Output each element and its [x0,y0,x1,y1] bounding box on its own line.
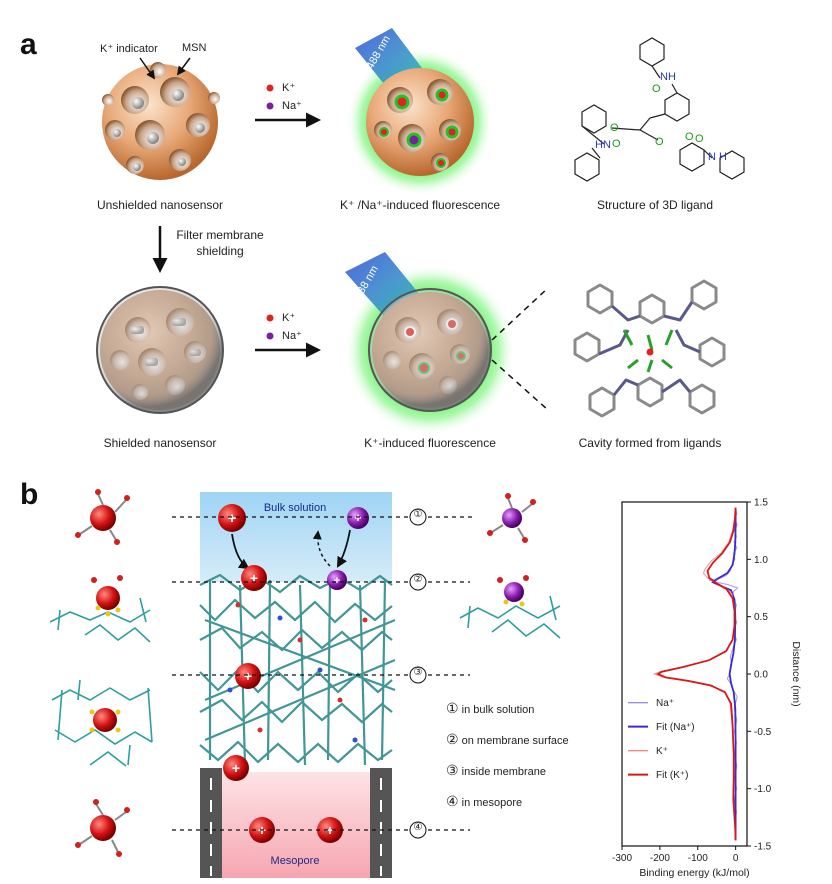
y-tick-label: 1.5 [754,498,768,509]
svg-text:O: O [655,136,664,148]
k-ion-hydrated-mesopore [75,799,130,857]
y-tick-label: -1.0 [754,784,772,795]
legend-label-2: K⁺ [656,746,668,757]
k-ion-exit: + [223,755,249,781]
x-tick-label: -100 [688,853,708,864]
marker-1: ① [413,509,423,520]
k-ion-membrane: + [235,663,261,689]
shielded-nanosensor-sphere [96,286,224,414]
series-line-2 [652,507,737,841]
y-tick-label: -1.5 [754,842,772,853]
arrow1-ion-na: Na⁺ [282,100,302,112]
x-axis-label: Binding energy (kJ/mol) [639,867,749,879]
svg-text:+: + [232,760,240,776]
state-legend-item: ① in bulk solution [446,700,535,716]
x-tick-label: -200 [650,853,670,864]
caption-unshielded: Unshielded nanosensor [96,198,224,212]
y-tick-label: -0.5 [754,727,772,738]
caption-cavity: Cavity formed from ligands [578,436,722,450]
k-ion-coordinated-membrane [51,679,153,767]
down-arrow-line2: shielding [196,244,244,258]
ligand-heteroatoms: NH O O O O O HN O N H [595,71,727,163]
y-tick-label: 1.0 [754,555,768,566]
arrow2-ion-na: Na⁺ [282,330,302,342]
k-ion-coordinated-surface [49,575,151,643]
mesopore-label: Mesopore [270,855,320,867]
binding-energy-chart: -300 -200 -100 0 1.5 1.0 0.5 0.0 -0.5 -1.0 -1.5Bin… [612,498,802,880]
cavity-k-ion [646,348,654,356]
series-line-3 [656,507,737,841]
arrow1-ion-k: K⁺ [282,82,296,94]
svg-text:HN: HN [595,139,611,151]
svg-text:NH: NH [660,71,676,83]
x-tick-label: -300 [612,853,632,864]
legend-label-3: Fit (K⁺) [656,770,689,781]
label-msn: MSN [182,42,207,54]
svg-text:O: O [610,122,619,134]
na-ion-hydrated-top [487,493,536,543]
svg-text:+: + [250,570,258,586]
legend-label-0: Na⁺ [656,698,674,709]
unshielded-nanosensor-sphere [102,62,220,180]
fluorescent-nanosensor-2 [344,252,516,436]
bulk-solution-label: Bulk solution [263,502,327,514]
na-ion-bulk: + [347,507,369,529]
caption-fluor1: K⁺ /Na⁺-induced fluorescence [339,198,501,212]
state-legend-item: ④ in mesopore [446,793,523,809]
svg-text:O: O [685,131,694,143]
na-ion-surface: + [327,570,347,590]
state-legend: ① in bulk solution ② on membrane surface… [446,700,616,824]
svg-text:+: + [244,668,252,684]
svg-text:+: + [228,510,237,527]
state-legend-item: ② on membrane surface [446,731,569,747]
svg-text:O: O [695,133,704,145]
svg-text:N H: N H [708,151,727,163]
panel-a-illustration: 488 nm NH O O O O O HN O N H [96,28,745,436]
k-ion-hydrated-top [75,489,130,545]
marker-3: ③ [413,667,423,678]
legend-label-1: Fit (Na⁺) [656,722,695,733]
state-legend-item: ③ inside membrane [446,762,546,778]
arrow2-ion-k: K⁺ [282,312,296,324]
panel-b-label: b [20,478,39,511]
caption-fluor2: K⁺-induced fluorescence [364,436,496,450]
svg-text:+: + [334,575,340,587]
x-tick-label: 0 [733,853,739,864]
y-tick-label: 0.5 [754,612,768,623]
na-ion-coordinated-surface [459,575,561,639]
panel-a-label: a [20,28,37,61]
panel-b-illustration: + + + + + + + + [49,489,561,878]
chart-frame [621,501,748,847]
marker-4: ④ [413,822,423,833]
ligand-structure [574,37,745,182]
y-tick-label: 0.0 [754,670,768,681]
k-ion-mesopore-2: + [317,817,343,843]
y-axis-label: Distance (nm) [790,641,802,706]
ligand-cavity-model [573,279,726,418]
marker-2: ② [413,574,423,585]
svg-text:O: O [612,138,621,150]
svg-text:+: + [354,511,361,525]
caption-ligand: Structure of 3D ligand [596,198,714,212]
svg-text:O: O [652,83,661,95]
caption-shielded: Shielded nanosensor [103,436,217,450]
down-arrow-line1: Filter membrane [176,228,264,242]
k-ion-bulk: + [218,504,246,532]
fluorescent-nanosensor-1 [346,28,494,196]
label-k-indicator: K⁺ indicator [100,43,158,55]
k-ion-surface: + [241,565,267,591]
svg-text:+: + [326,822,334,838]
